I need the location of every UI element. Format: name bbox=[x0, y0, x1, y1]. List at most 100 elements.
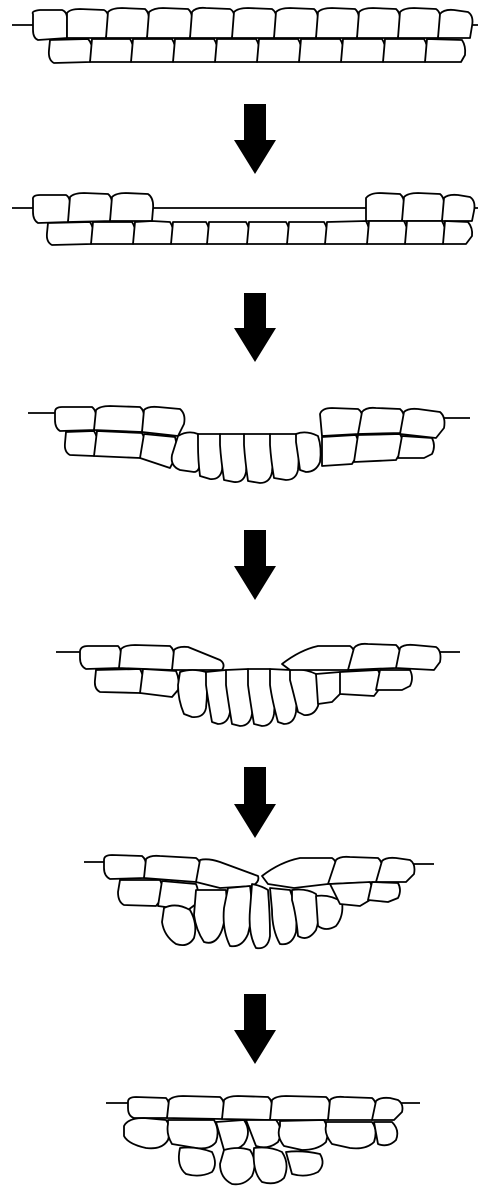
cell bbox=[95, 669, 143, 693]
cell bbox=[402, 193, 444, 221]
cell bbox=[179, 1148, 215, 1176]
cell bbox=[216, 1120, 248, 1150]
cell bbox=[232, 8, 277, 38]
cell bbox=[357, 8, 400, 38]
cell bbox=[270, 1096, 330, 1120]
cell bbox=[274, 8, 318, 38]
cell bbox=[55, 407, 96, 431]
cell bbox=[262, 858, 337, 888]
cell bbox=[144, 856, 201, 882]
cell bbox=[196, 859, 258, 888]
cell bbox=[222, 1096, 272, 1120]
cell bbox=[194, 890, 227, 943]
stage-6-vesicle bbox=[106, 1096, 420, 1184]
cell bbox=[438, 10, 473, 38]
stage-1-flat-epithelium bbox=[12, 8, 478, 63]
cell bbox=[340, 670, 381, 696]
cell bbox=[162, 905, 195, 945]
cell bbox=[400, 409, 445, 438]
cell bbox=[207, 222, 249, 244]
cell bbox=[80, 646, 121, 669]
cell bbox=[282, 646, 355, 670]
cell bbox=[366, 193, 404, 221]
cell bbox=[372, 1098, 403, 1120]
cell bbox=[128, 1097, 169, 1118]
cell bbox=[140, 669, 179, 697]
cell bbox=[286, 1151, 323, 1175]
down-arrow-icon bbox=[234, 767, 276, 838]
cell bbox=[68, 193, 112, 222]
cell bbox=[383, 39, 427, 62]
cell bbox=[215, 39, 259, 62]
cell bbox=[172, 647, 224, 670]
cell bbox=[224, 886, 252, 946]
cell bbox=[316, 672, 342, 704]
cell bbox=[279, 1120, 328, 1150]
cell bbox=[328, 857, 382, 884]
cell bbox=[374, 1122, 397, 1145]
cell bbox=[376, 670, 412, 690]
cell bbox=[147, 8, 192, 38]
cell bbox=[250, 884, 270, 948]
cell bbox=[198, 434, 223, 479]
cell bbox=[425, 39, 465, 62]
cell bbox=[341, 39, 385, 62]
down-arrow-icon bbox=[234, 530, 276, 600]
cell bbox=[171, 222, 209, 244]
cell bbox=[396, 645, 441, 670]
cell bbox=[90, 39, 133, 62]
cell bbox=[33, 195, 70, 223]
cell bbox=[325, 221, 369, 244]
cell bbox=[442, 195, 475, 221]
cell bbox=[296, 432, 321, 472]
stage-2-thinning-epithelium bbox=[12, 193, 478, 245]
cell bbox=[358, 408, 404, 434]
cell bbox=[190, 8, 235, 38]
cell bbox=[104, 855, 146, 879]
cell bbox=[254, 1148, 287, 1184]
cell bbox=[244, 434, 273, 483]
stage-4-invagination bbox=[56, 644, 460, 726]
cell bbox=[67, 9, 109, 38]
cell bbox=[118, 880, 163, 906]
cell bbox=[247, 222, 289, 244]
down-arrow-icon bbox=[234, 293, 276, 362]
cell bbox=[168, 1120, 218, 1148]
cell bbox=[398, 436, 434, 458]
cell bbox=[220, 1148, 255, 1184]
cell bbox=[320, 408, 363, 436]
cell bbox=[287, 222, 327, 244]
cell bbox=[65, 431, 97, 456]
cell bbox=[94, 406, 144, 432]
cell bbox=[299, 39, 343, 62]
cell bbox=[354, 434, 403, 462]
cell bbox=[49, 39, 92, 63]
cell bbox=[322, 435, 359, 466]
cell bbox=[316, 8, 359, 38]
cell bbox=[443, 221, 472, 244]
cell bbox=[33, 10, 68, 40]
cell bbox=[142, 407, 185, 436]
cell bbox=[398, 8, 441, 38]
cell bbox=[367, 221, 407, 244]
cell bbox=[178, 670, 207, 717]
cell bbox=[220, 434, 247, 482]
cell bbox=[133, 221, 173, 244]
down-arrow-icon bbox=[234, 104, 276, 174]
cell bbox=[270, 434, 299, 480]
cell bbox=[167, 1096, 224, 1119]
stage-3-placode bbox=[28, 406, 470, 483]
cell bbox=[328, 1097, 376, 1120]
cell bbox=[131, 39, 175, 62]
cell bbox=[257, 39, 301, 62]
cell bbox=[326, 1122, 376, 1148]
cell bbox=[368, 882, 400, 902]
cell bbox=[119, 645, 174, 670]
stage-5-pit-closing bbox=[84, 855, 434, 948]
cell bbox=[106, 8, 149, 38]
cell bbox=[405, 221, 445, 244]
cell bbox=[173, 39, 217, 62]
cell bbox=[246, 1120, 281, 1147]
cell bbox=[110, 193, 153, 221]
